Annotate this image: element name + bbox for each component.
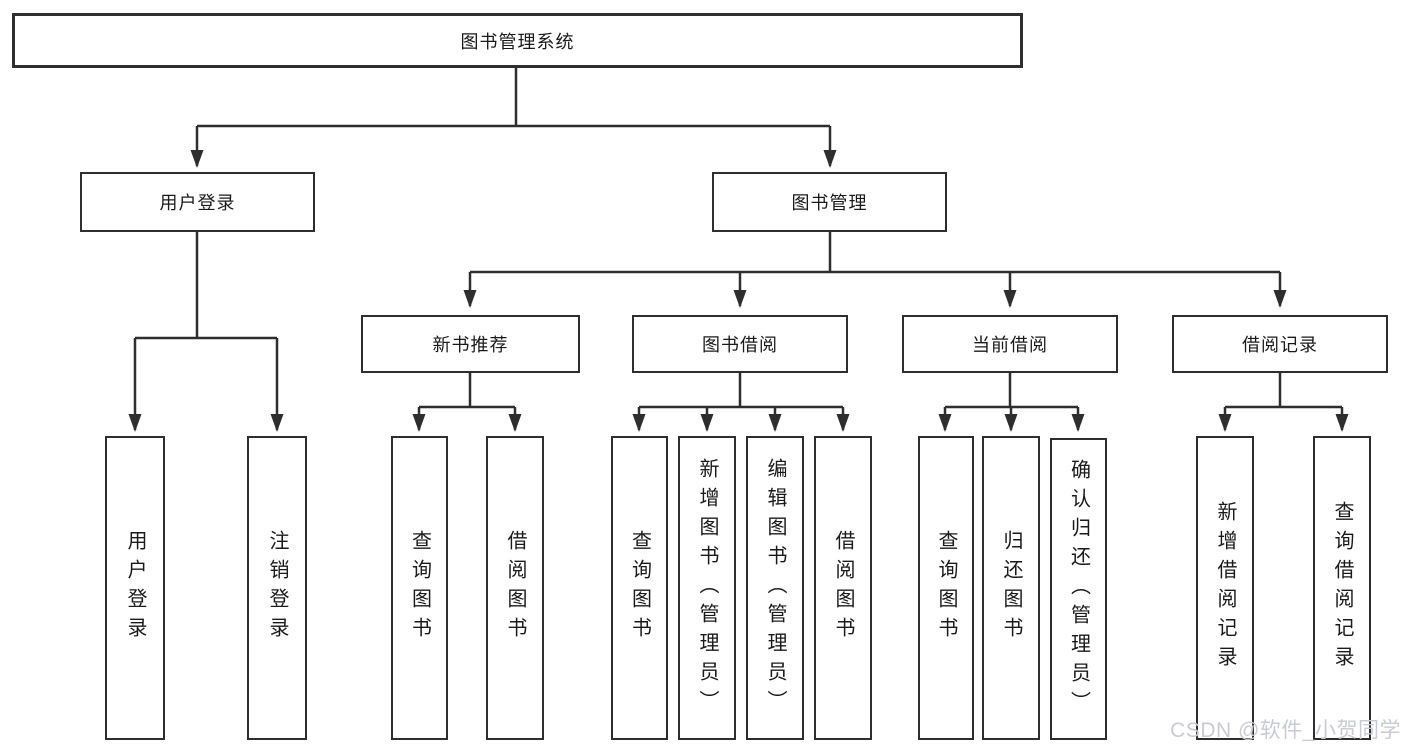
leaf-borrow-book-2: 借阅图书	[814, 436, 872, 740]
node-book-borrow-label: 图书借阅	[702, 335, 778, 355]
leaf-query-book-3: 查询图书	[918, 436, 974, 740]
node-book-management: 图书管理	[712, 172, 947, 232]
leaf-query-book-2: 查询图书	[611, 436, 668, 740]
leaf-borrow-book-2-label: 借阅图书	[832, 530, 854, 646]
node-library-system: 图书管理系统	[12, 13, 1023, 68]
node-borrow-records: 借阅记录	[1172, 315, 1388, 373]
leaf-return-book: 归还图书	[982, 436, 1040, 740]
leaf-query-book-1-label: 查询图书	[408, 530, 431, 646]
leaf-user-login-label: 用户登录	[124, 530, 146, 646]
leaf-logout-label: 注销登录	[266, 530, 288, 646]
leaf-query-book-1: 查询图书	[391, 436, 448, 740]
leaf-confirm-return-admin-label: 确认归还（管理员）	[1067, 458, 1090, 720]
leaf-add-book-admin: 新增图书（管理员）	[678, 436, 736, 740]
node-current-borrow-label: 当前借阅	[972, 335, 1048, 355]
leaf-borrow-book-1-label: 借阅图书	[504, 530, 526, 646]
leaf-query-book-2-label: 查询图书	[628, 530, 651, 646]
leaf-edit-book-admin: 编辑图书（管理员）	[746, 436, 804, 740]
leaf-borrow-book-1: 借阅图书	[486, 436, 544, 740]
node-current-borrow: 当前借阅	[902, 315, 1118, 373]
node-book-borrow: 图书借阅	[632, 315, 848, 373]
node-library-system-label: 图书管理系统	[460, 31, 575, 52]
leaf-query-borrow-record: 查询借阅记录	[1313, 436, 1371, 740]
node-user-login: 用户登录	[80, 172, 315, 232]
csdn-watermark: CSDN @软件_小贺同学	[1170, 719, 1401, 742]
node-new-book-recommend: 新书推荐	[361, 315, 580, 373]
leaf-add-book-admin-label: 新增图书（管理员）	[696, 457, 718, 719]
node-book-management-label: 图书管理	[791, 193, 868, 213]
leaf-add-borrow-record: 新增借阅记录	[1196, 436, 1254, 740]
leaf-confirm-return-admin: 确认归还（管理员）	[1050, 438, 1107, 740]
leaf-query-book-3-label: 查询图书	[935, 530, 957, 646]
leaf-edit-book-admin-label: 编辑图书（管理员）	[764, 457, 786, 719]
leaf-return-book-label: 归还图书	[1000, 530, 1022, 646]
leaf-query-borrow-record-label: 查询借阅记录	[1331, 501, 1353, 675]
node-new-book-recommend-label: 新书推荐	[432, 335, 509, 355]
leaf-add-borrow-record-label: 新增借阅记录	[1214, 501, 1236, 675]
leaf-user-login: 用户登录	[105, 436, 165, 740]
leaf-logout: 注销登录	[247, 436, 307, 740]
node-borrow-records-label: 借阅记录	[1242, 335, 1318, 355]
node-user-login-label: 用户登录	[159, 193, 236, 213]
